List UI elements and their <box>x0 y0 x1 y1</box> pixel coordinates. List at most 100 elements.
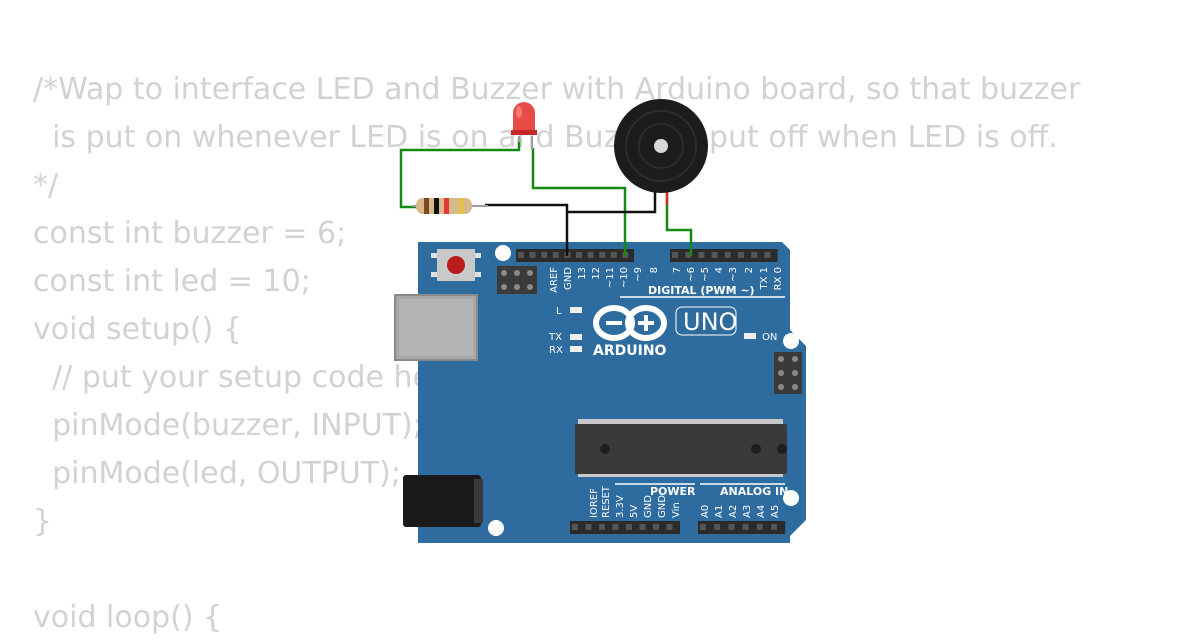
reset-leg <box>431 253 437 258</box>
uno-model-text: UNO <box>683 308 737 336</box>
analog-header-pin[interactable] <box>700 524 706 530</box>
mounting-hole <box>488 520 504 536</box>
wires[interactable] <box>399 138 693 256</box>
digital-header-left-pin[interactable] <box>541 252 548 258</box>
digital-header-left[interactable] <box>516 249 634 262</box>
power-jack <box>403 475 481 527</box>
power-header-strip <box>570 521 680 534</box>
icsp-pin <box>514 270 520 276</box>
digital-header-left-pin[interactable] <box>552 252 559 258</box>
power-header-pin[interactable] <box>599 524 605 530</box>
analog-header-label: ANALOG IN <box>720 485 788 498</box>
power-header-pin[interactable] <box>639 524 646 530</box>
digital-header-right-pin[interactable] <box>751 252 758 258</box>
digital-header-label: DIGITAL (PWM ~) <box>648 284 755 297</box>
red-led[interactable] <box>511 102 537 150</box>
analog-header-pin[interactable] <box>756 524 763 530</box>
icsp-pin <box>501 270 507 276</box>
power-header-pin[interactable] <box>626 524 632 530</box>
buzzer-center <box>654 139 668 153</box>
digital-header-right-pin[interactable] <box>711 252 718 258</box>
analog-pin-label: A2 <box>728 505 739 518</box>
led-base <box>511 130 537 135</box>
analog-header-pin[interactable] <box>742 524 749 530</box>
resistor-band <box>434 198 439 214</box>
digital-header-right[interactable] <box>670 249 778 262</box>
digital-pin-label: ~11 <box>605 267 616 288</box>
analog-header-pin[interactable] <box>714 524 721 530</box>
power-header-pin[interactable] <box>653 524 659 530</box>
digital-header-right-pin[interactable] <box>764 252 771 258</box>
digital-header-left-pin[interactable] <box>529 252 536 258</box>
led-body <box>513 102 535 133</box>
power-header-label: POWER <box>650 485 696 498</box>
mounting-hole <box>495 245 511 261</box>
tx-led-indicator <box>570 334 582 340</box>
wire-buzzer-neg-to-gnd[interactable] <box>567 190 657 214</box>
digital-pin-label: 12 <box>591 267 602 280</box>
resistor-band <box>424 198 429 214</box>
digital-pin-label: 4 <box>714 267 725 273</box>
digital-header-left-pin[interactable] <box>599 252 606 258</box>
digital-header-left-pin[interactable] <box>587 252 594 258</box>
buzzer-ring <box>625 110 697 182</box>
wire-resistor-to-led-cathode[interactable] <box>399 138 521 209</box>
icsp-pin <box>501 284 507 290</box>
digital-pin-label: ~10 <box>619 267 630 288</box>
analog-header-pin[interactable] <box>728 524 735 530</box>
code-line: const int buzzer = 6; <box>33 216 347 251</box>
icsp-pin <box>778 384 784 390</box>
power-pin-label: 5V <box>629 505 640 518</box>
code-line: pinMode(buzzer, INPUT); <box>33 408 423 443</box>
power-header-pin[interactable] <box>572 524 578 530</box>
digital-header-right-pin[interactable] <box>685 252 692 258</box>
wire-resistor-to-gnd[interactable] <box>485 203 569 256</box>
analog-pin-label: A5 <box>770 505 781 518</box>
code-line: } <box>33 504 53 539</box>
power-header-pin[interactable] <box>585 524 592 530</box>
code-line: pinMode(led, OUTPUT); <box>33 456 401 491</box>
code-line: */ <box>33 168 59 203</box>
wire-buzzer-pos-to-pin6[interactable] <box>665 193 693 256</box>
analog-header[interactable] <box>698 521 786 534</box>
digital-header-left-pin[interactable] <box>610 252 617 258</box>
power-pin-label: Vin <box>671 502 682 518</box>
rx-led-label: RX <box>549 345 563 356</box>
icsp-pin <box>527 270 533 276</box>
analog-header-pin[interactable] <box>771 524 777 530</box>
digital-pin-label: ~9 <box>633 267 644 282</box>
digital-pin-label: GND <box>563 267 574 290</box>
power-jack-edge <box>474 479 483 523</box>
digital-header-right-pin[interactable] <box>698 252 705 258</box>
digital-header-left-pin[interactable] <box>576 252 582 258</box>
power-header-pin[interactable] <box>666 524 673 530</box>
usb-port-inner <box>399 299 473 356</box>
power-header[interactable] <box>570 521 680 534</box>
arduino-brand-text: ARDUINO <box>593 343 667 359</box>
digital-header-right-strip <box>670 249 778 262</box>
power-pin-label: GND <box>657 495 668 518</box>
digital-pin-label: ~6 <box>686 267 697 282</box>
digital-header-right-pin[interactable] <box>672 252 678 258</box>
icsp-pin <box>792 370 798 376</box>
icsp-pin <box>514 284 520 290</box>
mounting-hole <box>783 333 799 349</box>
reset-leg <box>475 253 481 258</box>
digital-header-right-pin[interactable] <box>724 252 731 258</box>
led-highlight <box>516 106 522 118</box>
reset-button[interactable] <box>447 256 465 274</box>
digital-pin-label: TX 1 <box>759 267 770 291</box>
digital-pin-label: 7 <box>672 267 683 273</box>
power-header-pin[interactable] <box>612 524 619 530</box>
piezo-buzzer[interactable] <box>614 99 708 193</box>
wire-led-anode-to-pin10[interactable] <box>531 148 627 256</box>
resistor[interactable] <box>412 198 488 214</box>
mounting-hole <box>783 490 799 506</box>
digital-header-right-pin[interactable] <box>738 252 744 258</box>
digital-header-left-pin[interactable] <box>518 252 524 258</box>
on-led-indicator <box>744 333 756 339</box>
